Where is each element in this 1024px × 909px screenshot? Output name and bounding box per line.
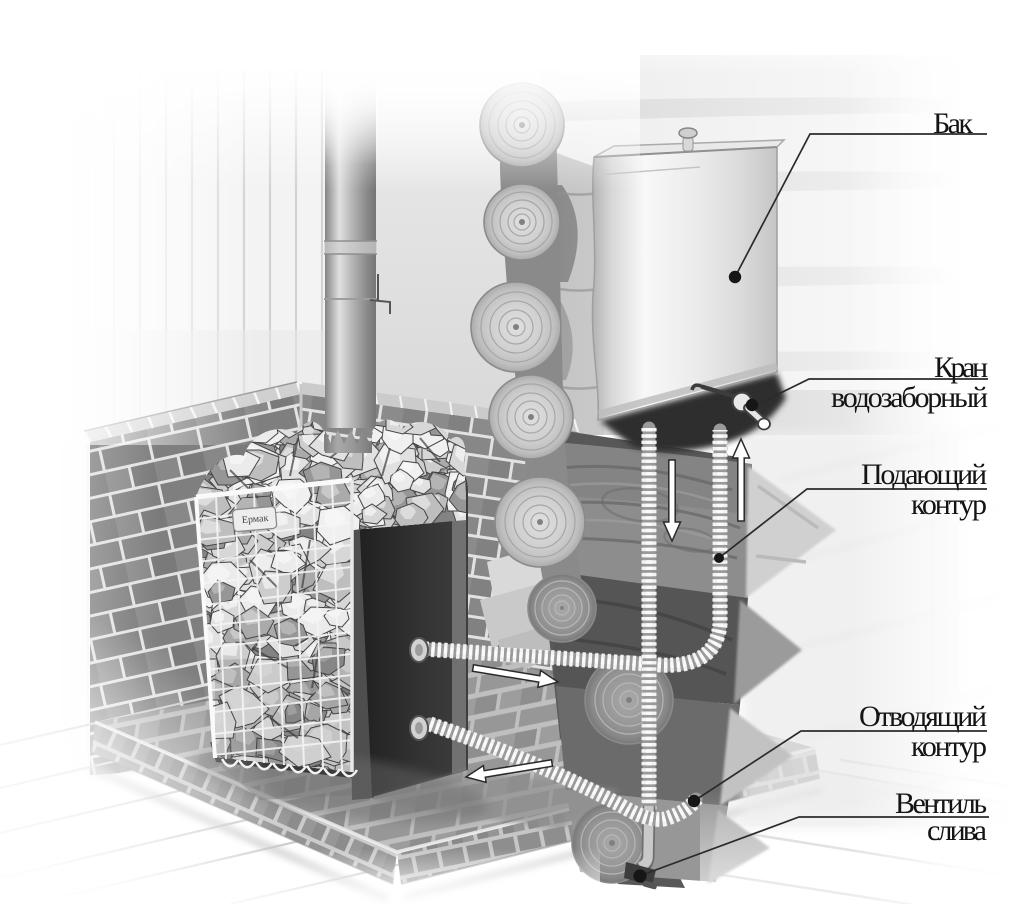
svg-text:слива: слива <box>927 814 987 847</box>
svg-text:Подающий: Подающий <box>861 458 987 491</box>
svg-text:контур: контур <box>911 730 987 763</box>
svg-text:Отводящий: Отводящий <box>859 700 987 733</box>
svg-text:Ермак: Ермак <box>241 513 269 526</box>
svg-text:контур: контур <box>911 488 987 521</box>
svg-text:Вентиль: Вентиль <box>895 787 987 820</box>
svg-text:Кран: Кран <box>934 351 988 384</box>
svg-text:водозаборный: водозаборный <box>831 381 988 414</box>
svg-text:Бак: Бак <box>933 107 973 140</box>
